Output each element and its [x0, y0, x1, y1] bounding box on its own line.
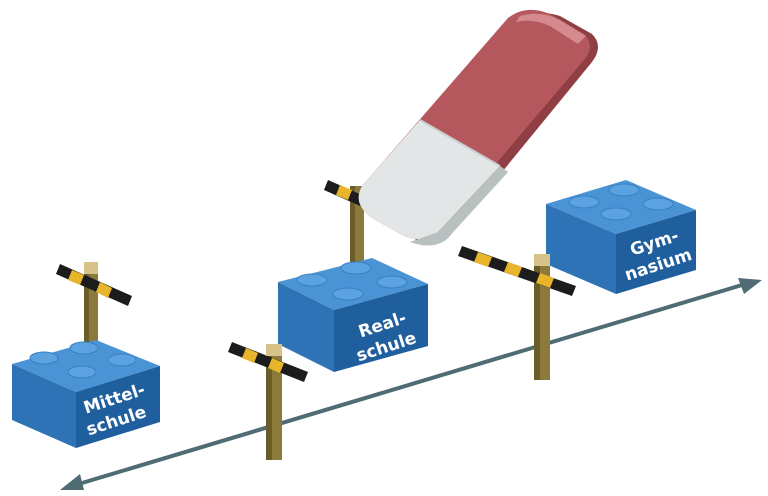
barrier-gate-icon [228, 342, 308, 460]
barrier-gate-icon [458, 246, 576, 380]
double-arrow-axis-icon [60, 278, 762, 490]
eraser-icon [358, 9, 598, 246]
lego-brick-icon [278, 258, 428, 372]
barrier-gate-icon [56, 262, 132, 342]
lego-brick-icon [546, 180, 696, 294]
lego-brick-icon [12, 340, 160, 448]
